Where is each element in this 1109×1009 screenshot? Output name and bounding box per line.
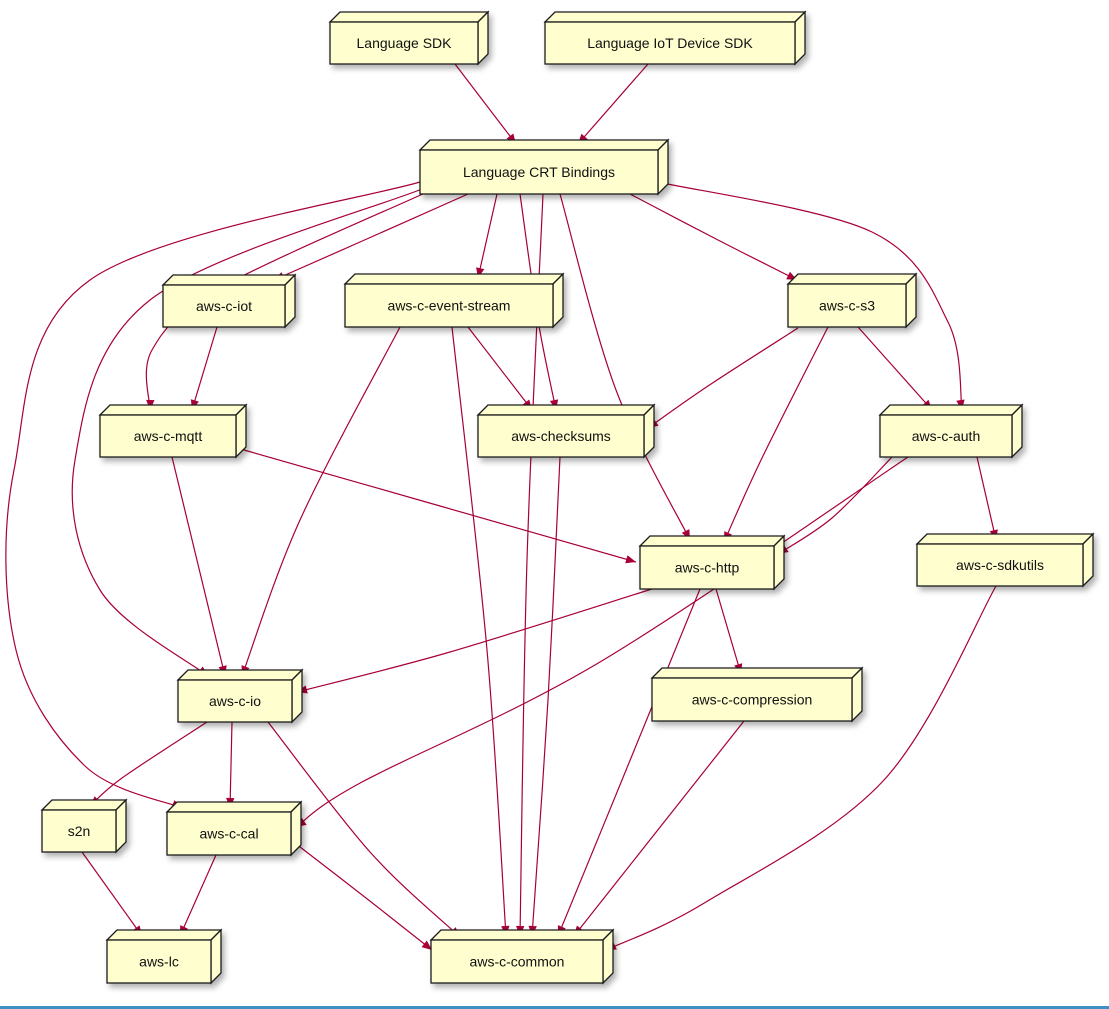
node-s2n: s2n: [40, 798, 128, 854]
edge-io-to-cal: [226, 721, 235, 809]
edge-cal-to-lc: [179, 854, 217, 937]
edge-http-to-io: [296, 588, 653, 694]
node-lc: aws-lc: [105, 928, 223, 985]
node-label-iot_sdk: Language IoT Device SDK: [587, 35, 753, 51]
edge-auth-to-sdkutils: [976, 456, 998, 541]
node-label-s3: aws-c-s3: [819, 298, 875, 314]
node-io: aws-c-io: [176, 668, 304, 724]
edge-mqtt-to-io: [171, 456, 227, 677]
edge-layer: [5, 63, 998, 951]
edge-event_stream-to-io: [241, 326, 401, 677]
node-label-lc: aws-lc: [139, 954, 179, 970]
node-auth: aws-c-auth: [878, 403, 1024, 459]
node-label-bindings: Language CRT Bindings: [463, 164, 615, 180]
edge-http-to-common: [557, 588, 701, 937]
node-lang_sdk: Language SDK: [328, 10, 490, 66]
edge-s2n-to-lc: [81, 851, 143, 937]
node-label-mqtt: aws-c-mqtt: [134, 428, 203, 444]
node-compression: aws-c-compression: [650, 666, 864, 723]
node-label-cal: aws-c-cal: [199, 826, 258, 842]
edge-cal-to-common: [290, 839, 433, 951]
edge-s3-to-auth: [857, 326, 933, 411]
arrowhead-icon: [625, 555, 636, 564]
node-iot: aws-c-iot: [161, 273, 297, 329]
edge-bindings-to-http: [559, 193, 691, 541]
edge-checksums-to-common: [528, 456, 561, 937]
node-label-io: aws-c-io: [209, 693, 261, 709]
node-layer: Language SDK Language IoT Device SDK Langu…: [40, 10, 1095, 985]
window-bottom-edge: [0, 1006, 1109, 1009]
edge-auth-to-cal: [295, 456, 909, 828]
arrowhead-icon: [421, 940, 432, 950]
node-label-iot: aws-c-iot: [196, 298, 252, 314]
edge-io-to-s2n: [89, 721, 208, 807]
edge-bindings-to-event_stream: [476, 193, 498, 279]
node-label-checksums: aws-checksums: [511, 428, 611, 444]
node-label-compression: aws-c-compression: [692, 692, 813, 708]
edge-http-to-compression: [715, 588, 743, 675]
edge-s3-to-checksums: [647, 327, 799, 429]
node-mqtt: aws-c-mqtt: [98, 403, 248, 459]
edge-iot-to-mqtt: [190, 326, 218, 411]
node-label-http: aws-c-http: [675, 560, 740, 576]
node-cal: aws-c-cal: [165, 800, 303, 857]
node-iot_sdk: Language IoT Device SDK: [543, 10, 807, 66]
edge-event_stream-to-checksums: [467, 326, 533, 411]
node-sdkutils: aws-c-sdkutils: [915, 532, 1095, 588]
node-label-auth: aws-c-auth: [912, 428, 980, 444]
node-checksums: aws-checksums: [476, 403, 656, 459]
node-s3: aws-c-s3: [786, 272, 918, 329]
node-label-lang_sdk: Language SDK: [357, 35, 453, 51]
node-event_stream: aws-c-event-stream: [343, 272, 565, 329]
node-label-common: aws-c-common: [470, 954, 565, 970]
node-common: aws-c-common: [429, 928, 615, 985]
node-label-s2n: s2n: [68, 823, 91, 839]
node-label-sdkutils: aws-c-sdkutils: [956, 557, 1044, 573]
edge-s3-to-http: [723, 326, 829, 543]
edge-compression-to-common: [573, 720, 745, 937]
edge-mqtt-to-http: [236, 447, 637, 564]
edge-iot_sdk-to-bindings: [577, 63, 649, 145]
edge-sdkutils-to-common: [605, 585, 997, 951]
node-label-event_stream: aws-c-event-stream: [388, 298, 511, 314]
edge-auth-to-http: [777, 456, 893, 555]
node-http: aws-c-http: [638, 534, 786, 591]
node-bindings: Language CRT Bindings: [418, 138, 670, 196]
edge-lang_sdk-to-bindings: [454, 63, 517, 145]
edge-bindings-to-s3: [629, 193, 798, 281]
